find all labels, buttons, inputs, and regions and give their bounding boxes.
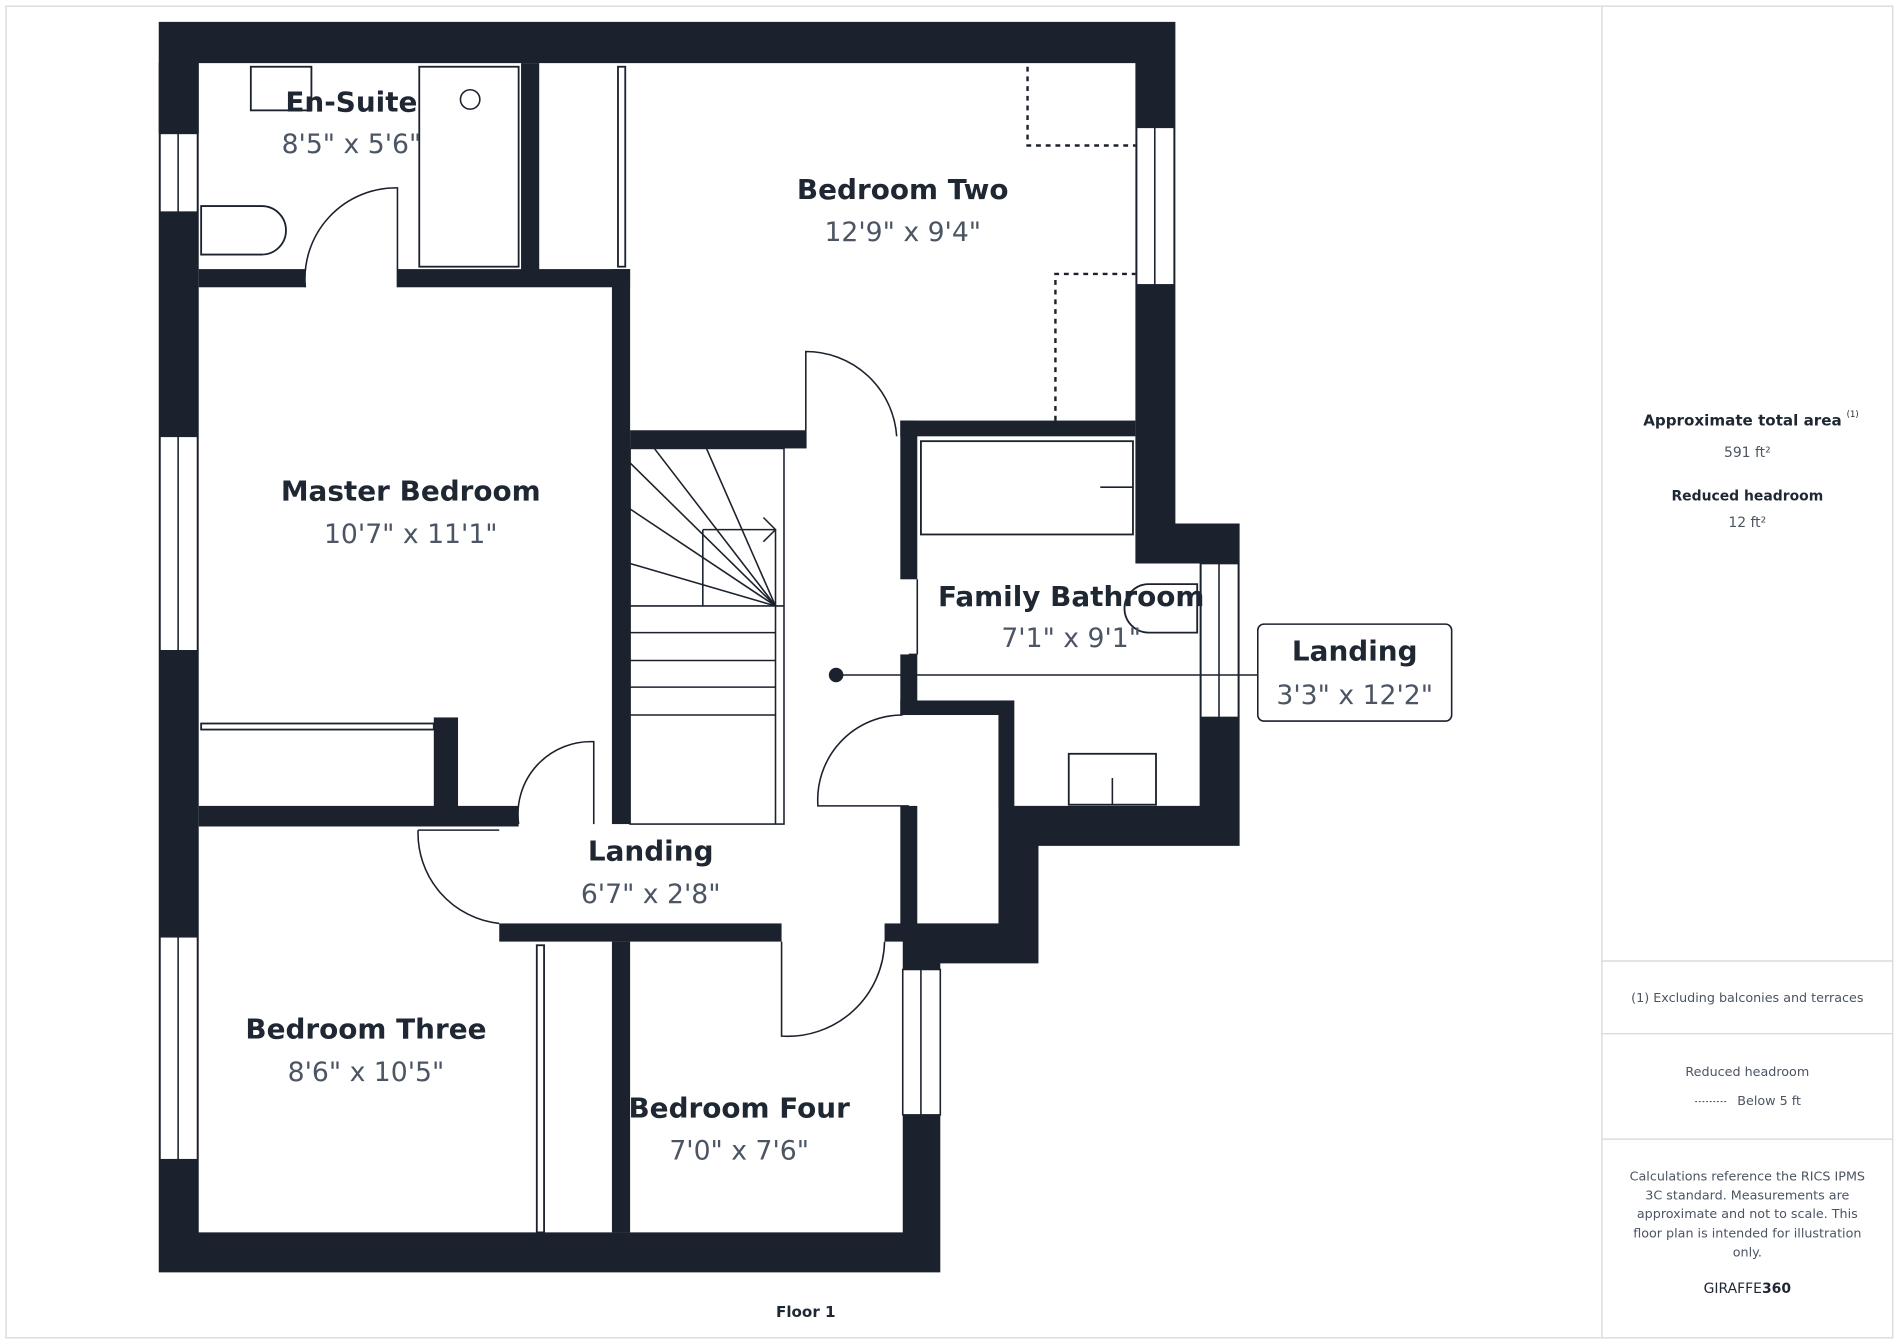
room-name: Landing: [588, 834, 714, 867]
room-dims: 6'7" x 2'8": [581, 879, 721, 910]
disclaimer: Calculations reference the RICS IPMS 3C …: [1630, 1168, 1865, 1259]
wardrobe-master: [200, 722, 435, 731]
legend-item: Below 5 ft: [1737, 1093, 1801, 1108]
wardrobe-bedroom-two: [617, 65, 627, 268]
room-dims: 7'0" x 7'6": [669, 1136, 809, 1167]
interior-walls: [158, 63, 1136, 1233]
shower: [418, 65, 520, 268]
bathroom-toilet: [1123, 583, 1199, 634]
windows: [159, 126, 1240, 1161]
total-area-label: Approximate total area: [1643, 411, 1842, 429]
floor-plan: En-Suite 8'5" x 5'6" Bedroom Two 12'9" x…: [158, 21, 1453, 1321]
callout-name: Landing: [1292, 634, 1418, 667]
room-name: Bedroom Three: [245, 1013, 486, 1046]
bathtub: [920, 440, 1134, 536]
stairs: [629, 447, 785, 825]
wardrobe-bedroom-three: [535, 944, 545, 1234]
svg-text:Calculations reference the RIC: Calculations reference the RICS IPMS: [1630, 1168, 1865, 1183]
room-dims: 8'5" x 5'6": [282, 129, 422, 160]
landing-callout: Landing 3'3" x 12'2": [828, 623, 1453, 722]
sink: [249, 65, 313, 112]
toilet: [200, 205, 287, 256]
total-area-note: (1): [1847, 409, 1859, 419]
svg-text:floor plan is intended for ill: floor plan is intended for illustration: [1633, 1225, 1861, 1240]
room-name: Bedroom Four: [628, 1091, 850, 1124]
room-dims: 12'9" x 9'4": [824, 217, 981, 248]
interior-floor: [198, 63, 1200, 1233]
room-name: Bedroom Two: [797, 173, 1009, 206]
sidebar: Approximate total area (1) 591 ft² Reduc…: [1601, 6, 1893, 1338]
brand-logo: GIRAFFE360: [1704, 1281, 1792, 1297]
footnote: (1) Excluding balconies and terraces: [1631, 990, 1863, 1005]
floor-label: Floor 1: [776, 1303, 836, 1321]
legend-title: Reduced headroom: [1685, 1064, 1809, 1079]
room-name: Master Bedroom: [281, 475, 541, 508]
reduced-headroom-label: Reduced headroom: [1671, 489, 1823, 505]
room-name: En-Suite: [285, 86, 417, 119]
reduced-headroom-value: 12 ft²: [1728, 515, 1766, 531]
room-dims: 10'7" x 11'1": [324, 519, 498, 550]
svg-text:3C standard. Measurements are: 3C standard. Measurements are: [1645, 1188, 1849, 1203]
room-dims: 7'1" x 9'1": [1001, 623, 1141, 654]
doors: [304, 187, 919, 1038]
total-area-value: 591 ft²: [1724, 445, 1771, 461]
svg-text:only.: only.: [1733, 1245, 1762, 1260]
svg-text:approximate and not to scale.: approximate and not to scale. This: [1637, 1206, 1858, 1221]
room-name: Family Bathroom: [938, 580, 1204, 613]
reduced-headroom-lines: [1026, 66, 1136, 421]
room-dims: 8'6" x 10'5": [288, 1057, 445, 1088]
room-labels: En-Suite 8'5" x 5'6" Bedroom Two 12'9" x…: [245, 86, 1204, 1167]
callout-dims: 3'3" x 12'2": [1276, 680, 1433, 711]
fixtures: [200, 65, 1199, 1234]
